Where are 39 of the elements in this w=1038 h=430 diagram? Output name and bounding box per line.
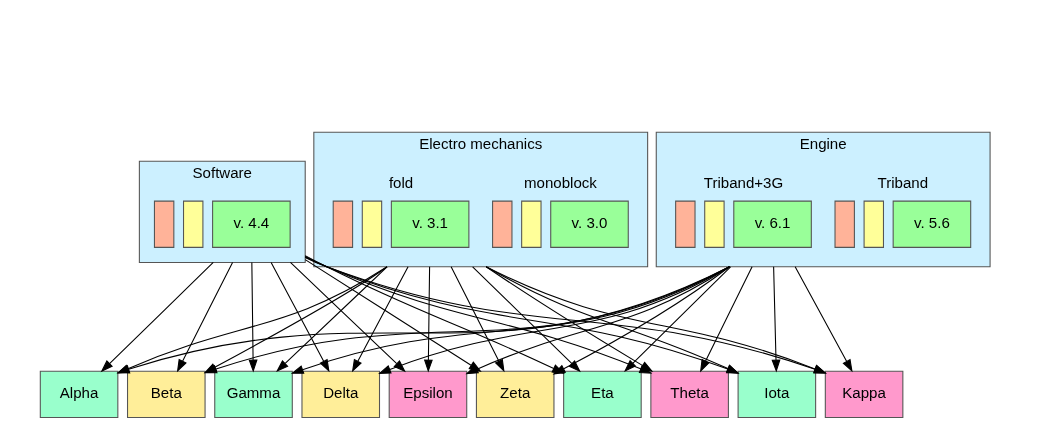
- arrow: [794, 266, 853, 373]
- node-box: [674, 200, 696, 248]
- node-box: [153, 200, 174, 248]
- node-box: [182, 200, 203, 248]
- node-box: [491, 200, 512, 248]
- node-box: Alpha: [39, 370, 118, 419]
- node-box: [520, 200, 542, 248]
- node-box: Gamma: [213, 370, 293, 419]
- arrow: [100, 261, 214, 373]
- arrow: [699, 266, 753, 373]
- arrow: [248, 261, 258, 373]
- node-box: [833, 200, 855, 248]
- node-box: Eta: [562, 370, 642, 419]
- node-box: Delta: [300, 370, 380, 419]
- node-label: Triband: [877, 174, 928, 192]
- arrow: [770, 266, 781, 373]
- node-box: [332, 200, 353, 248]
- node-box: v. 3.0: [549, 200, 629, 248]
- arrow: [289, 261, 406, 373]
- node-label: fold: [388, 174, 413, 192]
- node-box: v. 4.4: [211, 200, 291, 248]
- arrow: [275, 266, 388, 373]
- node-box: [703, 200, 725, 248]
- node-box: v. 3.1: [390, 200, 469, 248]
- node-box: Theta: [649, 370, 729, 419]
- node-box: v. 6.1: [732, 200, 812, 248]
- node-box: v. 5.6: [892, 200, 971, 248]
- node-label: monoblock: [523, 174, 597, 192]
- arrow: [351, 266, 409, 373]
- node-box: [863, 200, 884, 248]
- node-label: Triband+3G: [703, 174, 783, 192]
- node-box: Epsilon: [388, 370, 467, 419]
- arrow: [423, 266, 433, 373]
- arrow: [270, 261, 330, 373]
- node-box: Kappa: [824, 370, 903, 419]
- node-box: Iota: [737, 370, 816, 419]
- node-box: Zeta: [475, 370, 554, 419]
- node-box: Beta: [126, 370, 206, 419]
- node-box: [361, 200, 382, 248]
